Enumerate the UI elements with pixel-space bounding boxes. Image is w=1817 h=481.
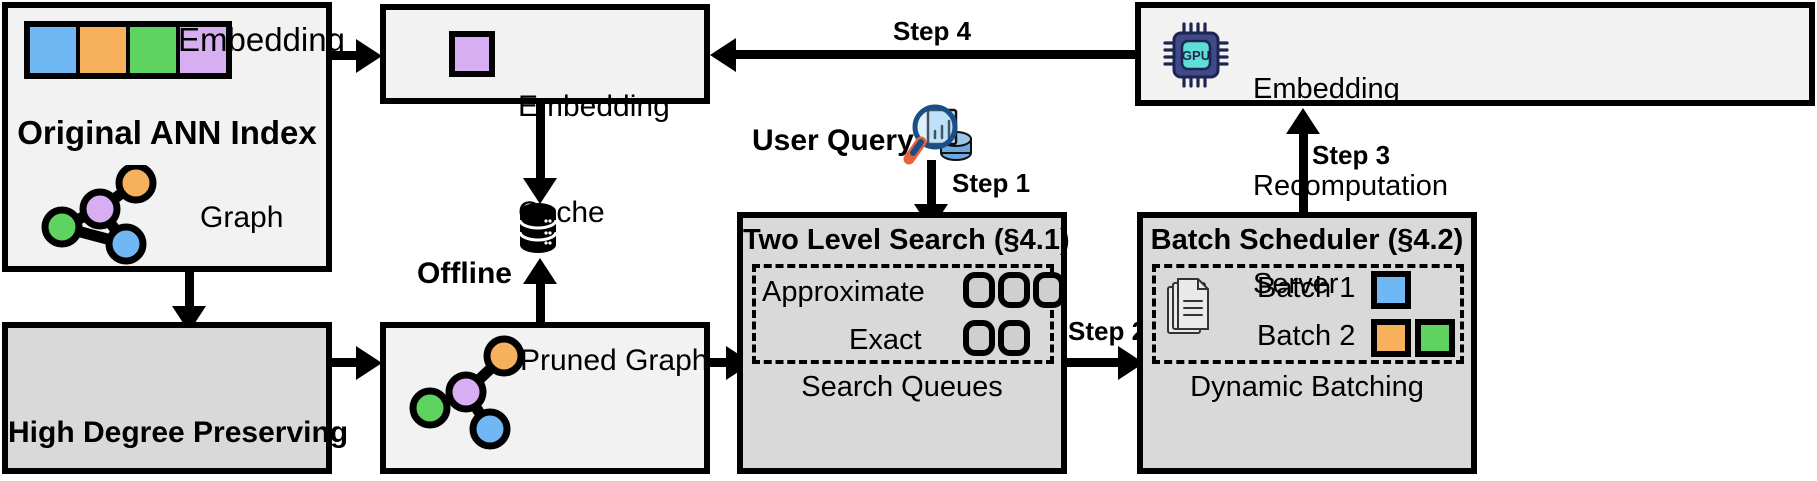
step-3-label: Step 3 (1312, 140, 1391, 170)
search-queues-panel (752, 264, 1054, 364)
step-2-label: Step 2 (1068, 316, 1147, 346)
approximate-queue-slot (998, 272, 1030, 308)
search-queues-footer: Search Queues (801, 371, 1003, 403)
recomputation-server-line3: Server (1253, 267, 1339, 300)
arrow-index-to-pruning-line (185, 272, 194, 310)
recomputation-server-line2: Recomputation (1253, 170, 1449, 203)
two-level-search-box (737, 212, 1067, 474)
graph-pruning-line1: High Degree Preserving (8, 415, 349, 449)
exact-queue-slot (963, 320, 995, 356)
arrow-index-to-cache-head (356, 39, 382, 73)
batch-1-item (1371, 271, 1411, 309)
pruned-graph-icon (409, 335, 525, 450)
arrow-cache-to-storage-head (523, 178, 557, 204)
arrow-step3-head (1286, 108, 1320, 134)
batch-2-item (1415, 319, 1455, 357)
graph-label: Graph (200, 201, 284, 234)
arrow-step2-line (1067, 358, 1133, 367)
documents-stack-icon (1167, 278, 1209, 334)
recomputation-server-title: Embedding Recomputation Server (1253, 8, 1448, 365)
batch-2-item (1371, 319, 1411, 357)
dynamic-batching-panel (1152, 264, 1464, 364)
arrow-pruning-to-pruned-head (356, 346, 382, 380)
database-icon (519, 203, 557, 253)
arrow-pruning-to-pruned-line (332, 358, 364, 367)
original-graph-icon (41, 165, 157, 265)
user-query-label: User Query (752, 124, 914, 157)
embedding-cache-box (380, 4, 710, 104)
exact-queue-slot (998, 320, 1030, 356)
original-ann-index-title: Original ANN Index (17, 114, 317, 151)
arrow-step4-head (710, 38, 736, 72)
arrow-step3-line (1299, 132, 1308, 212)
offline-storage-line1: Offline (417, 257, 512, 290)
arrow-pruned-to-storage-head (523, 258, 557, 284)
embedding-strip-icon (24, 21, 232, 79)
batch-scheduler-title: Batch Scheduler (§4.2) (1150, 224, 1464, 256)
approximate-queue-slot (1033, 272, 1065, 308)
purple-square-icon (449, 31, 495, 77)
recomputation-server-box (1135, 2, 1815, 106)
arrow-pruned-to-search-line (710, 358, 735, 367)
magnifier-document-icon (903, 104, 972, 165)
arrow-index-to-cache-line (332, 51, 364, 60)
batch-1-label: Batch 1 (1257, 272, 1356, 304)
recomputation-server-line1: Embedding (1253, 72, 1400, 105)
graph-pruning-box (2, 322, 332, 474)
two-level-search-title: Two Level Search (§4.1) (743, 224, 1070, 256)
gpu-chip-icon: GPU (1163, 22, 1229, 88)
step-1-label: Step 1 (952, 168, 1031, 198)
exact-row-label: Exact (849, 324, 922, 356)
arrow-step4-line (730, 50, 1135, 59)
graph-pruning-title: High Degree Preserving Graph Pruning (§5… (8, 352, 349, 481)
gpu-chip-text: GPU (1182, 48, 1210, 63)
batch-2-label: Batch 2 (1257, 320, 1356, 352)
embedding-label: Embedding (178, 21, 345, 58)
approximate-queue-slot (963, 272, 995, 308)
arrow-pruned-to-storage-line (536, 282, 545, 324)
pruned-graph-label: Pruned Graph (520, 344, 709, 377)
arrow-cache-to-storage-line (536, 104, 545, 182)
approximate-row-label: Approximate (762, 276, 925, 308)
arrow-step1-line (927, 160, 936, 208)
step-4-label: Step 4 (893, 16, 972, 46)
dynamic-batching-footer: Dynamic Batching (1190, 371, 1424, 403)
